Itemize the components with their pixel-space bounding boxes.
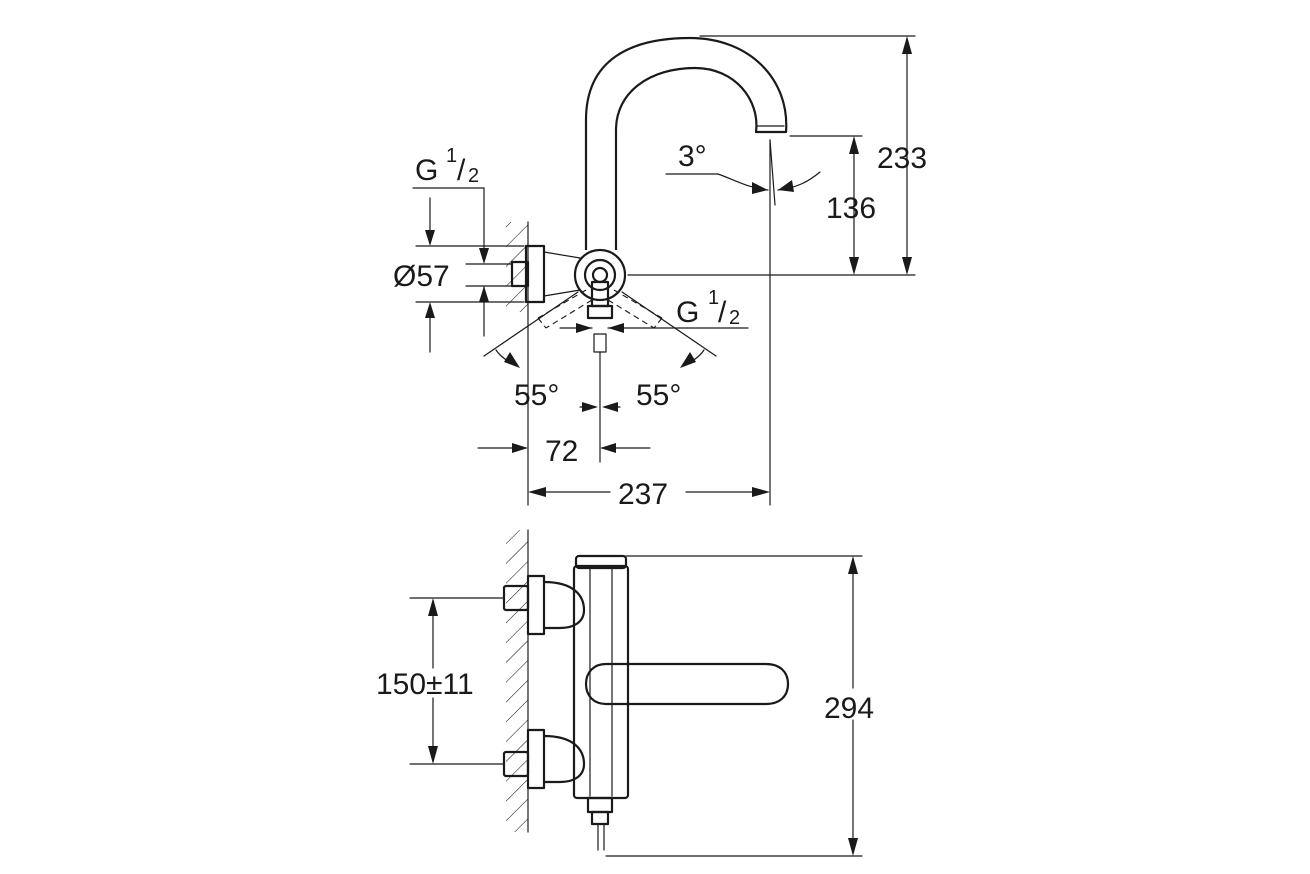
inlet-thread-prefix: G bbox=[415, 154, 438, 187]
dim-front-total-height-label: 294 bbox=[824, 692, 874, 725]
dim-flange-diameter: Ø57 bbox=[393, 197, 525, 353]
top-view: 233 136 3° G 1 / 2 bbox=[393, 35, 927, 511]
dim-flange-diameter-label: Ø57 bbox=[393, 260, 450, 293]
dim-angle-left-label: 55° bbox=[514, 379, 559, 412]
dim-spout-angle-label: 3° bbox=[678, 140, 707, 173]
reference-lines-top bbox=[527, 35, 916, 506]
dim-150: 150±11 bbox=[376, 597, 505, 765]
dim-233: 233 bbox=[877, 36, 927, 275]
spout bbox=[584, 36, 788, 250]
dim-total-height-label: 233 bbox=[877, 142, 927, 175]
front-view: 150±11 294 bbox=[376, 529, 874, 857]
dim-237: 237 bbox=[528, 478, 770, 511]
mixer-body-front bbox=[572, 554, 630, 851]
dim-outlet-height-label: 136 bbox=[826, 192, 876, 225]
inlet-thread-slash: / bbox=[457, 154, 466, 187]
inlet-thread-numerator: 1 bbox=[446, 145, 457, 167]
dim-72: 72 bbox=[477, 435, 651, 468]
dim-outlet-thread: G 1 / 2 bbox=[559, 287, 749, 333]
dim-offset-label: 72 bbox=[545, 435, 578, 468]
outlet-thread-numerator: 1 bbox=[708, 287, 719, 309]
dim-angle-right-label: 55° bbox=[636, 379, 681, 412]
dim-294: 294 bbox=[605, 555, 874, 857]
upper-inlet bbox=[502, 574, 586, 636]
outlet-thread-denominator: 2 bbox=[729, 307, 740, 329]
dim-projection-label: 237 bbox=[618, 478, 668, 511]
dim-55deg-angles: 55° 55° bbox=[483, 291, 717, 412]
outlet-thread-prefix: G bbox=[676, 296, 699, 329]
outlet-thread-slash: / bbox=[718, 296, 727, 329]
wall-flange-top bbox=[510, 244, 581, 304]
valve-body-top bbox=[573, 248, 627, 353]
inlet-thread-denominator: 2 bbox=[468, 165, 479, 187]
lever-front bbox=[584, 662, 790, 706]
dim-inlet-thread: G 1 / 2 bbox=[412, 145, 513, 337]
dim-136: 136 bbox=[826, 136, 876, 275]
lever-rotation-left bbox=[537, 289, 593, 329]
wall-hatching-front bbox=[506, 529, 529, 833]
dim-3deg: 3° bbox=[665, 140, 821, 194]
dim-inlet-spacing-label: 150±11 bbox=[376, 668, 474, 701]
lever-rotation-right bbox=[607, 289, 663, 329]
wall-hatching-top bbox=[506, 221, 529, 313]
